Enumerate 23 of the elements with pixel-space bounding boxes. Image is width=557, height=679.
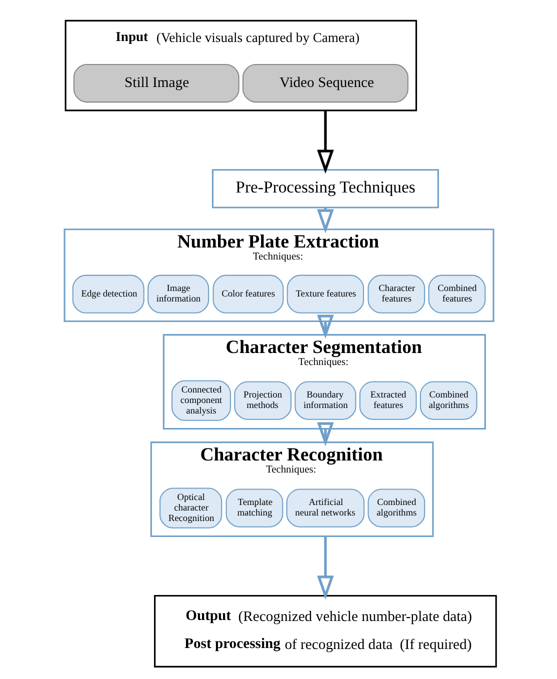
- node-box: Artificial neural networks: [286, 488, 364, 528]
- node-box: Texture features: [286, 274, 364, 314]
- node-box: Still Image: [72, 64, 239, 103]
- node-box: Edge detection: [72, 274, 144, 314]
- node-box: Combined features: [428, 274, 486, 314]
- arrow: [316, 536, 334, 600]
- node-box: Connected component analysis: [171, 380, 230, 421]
- node-box: Character features: [367, 274, 425, 314]
- node-box: Output (Recognized vehicle number-plate data) Post processing of recognized data (If required): [154, 594, 496, 668]
- node-box: Combined algorithms: [367, 488, 425, 528]
- node-box: Optical character Recognition: [159, 488, 222, 528]
- node-box: Pre-Processing Techniques: [211, 169, 438, 208]
- node-box: Projection methods: [234, 381, 292, 420]
- node-box: Template matching: [225, 488, 283, 528]
- arrow: [316, 314, 334, 339]
- node-box: Video Sequence: [242, 64, 408, 103]
- arrow: [316, 110, 334, 174]
- node-box: Combined algorithms: [419, 381, 477, 420]
- node-box: Extracted features: [358, 381, 416, 420]
- node-box: Color features: [212, 274, 284, 314]
- arrow: [316, 422, 334, 446]
- node-box: Image information: [147, 274, 209, 314]
- node-box: Boundary information: [294, 381, 356, 420]
